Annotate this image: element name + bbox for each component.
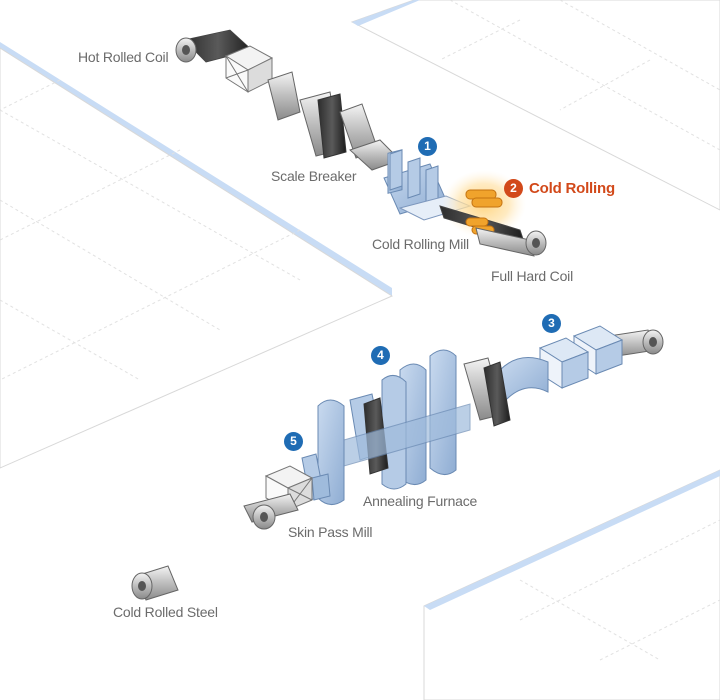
skin-pass-mill-label: Skin Pass Mill xyxy=(288,524,373,540)
cold-rolled-steel-label: Cold Rolled Steel xyxy=(113,604,218,620)
cold-rolling-mill-label: Cold Rolling Mill xyxy=(372,236,469,252)
cold-rolled-steel-icon xyxy=(131,565,179,601)
step-badge-1: 1 xyxy=(418,137,437,156)
step-badge-5: 5 xyxy=(284,432,303,451)
hot-rolled-coil-label: Hot Rolled Coil xyxy=(78,49,169,65)
cold-rolling-label: Cold Rolling xyxy=(529,180,615,197)
scale-breaker-label: Scale Breaker xyxy=(271,168,357,184)
uncoiler-box-icon xyxy=(224,45,274,93)
exit-coil-icon xyxy=(243,493,299,530)
full-hard-coil-icon xyxy=(475,227,547,257)
annealing-furnace-label: Annealing Furnace xyxy=(363,493,478,509)
scale-breaker-icon xyxy=(267,71,401,171)
full-hard-coil-label: Full Hard Coil xyxy=(491,268,573,284)
skin-pass-mill-icon xyxy=(264,453,331,511)
step-badge-3: 3 xyxy=(542,314,561,333)
step-badge-2: 2 xyxy=(504,179,523,198)
entry-section-icon xyxy=(499,325,624,404)
annealing-furnace-icon xyxy=(317,349,511,505)
step-badge-4: 4 xyxy=(371,346,390,365)
